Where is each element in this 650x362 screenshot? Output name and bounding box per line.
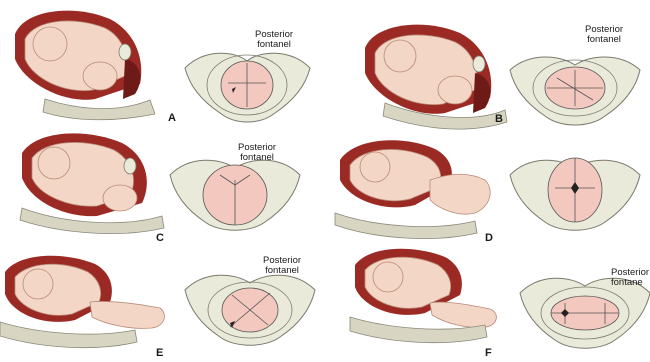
pelvic-inlet-view-d — [505, 140, 645, 235]
panel-e: Posterior fontanel E — [0, 240, 325, 358]
pelvic-inlet-view-a — [180, 33, 315, 128]
pelvic-inlet-view-c — [165, 140, 305, 235]
panel-f: Posterior fontane F — [325, 240, 650, 358]
panel-label-f: F — [485, 347, 492, 359]
sagittal-view-d — [335, 135, 505, 245]
posterior-fontanel-callout: Posterior fontanel — [263, 256, 301, 276]
posterior-fontanel-callout: Posterior fontanel — [585, 25, 623, 45]
posterior-fontanel-callout: Posterior fontanel — [255, 30, 293, 50]
sagittal-view-c — [12, 128, 182, 238]
pelvic-inlet-view-b — [505, 40, 645, 130]
panel-d: D — [325, 120, 650, 240]
sagittal-view-f — [350, 245, 520, 355]
sagittal-view-e — [0, 252, 170, 362]
posterior-fontanel-callout: Posterior fontane — [611, 268, 649, 288]
posterior-fontanel-callout: Posterior fontanel — [238, 143, 276, 163]
sagittal-view-a — [5, 4, 175, 124]
panel-label-e: E — [156, 347, 163, 359]
panel-b: Posterior fontanel B — [325, 0, 650, 120]
panel-a: Posterior fontanel A — [0, 0, 325, 120]
panel-c: Posterior fontanel C — [0, 120, 325, 240]
